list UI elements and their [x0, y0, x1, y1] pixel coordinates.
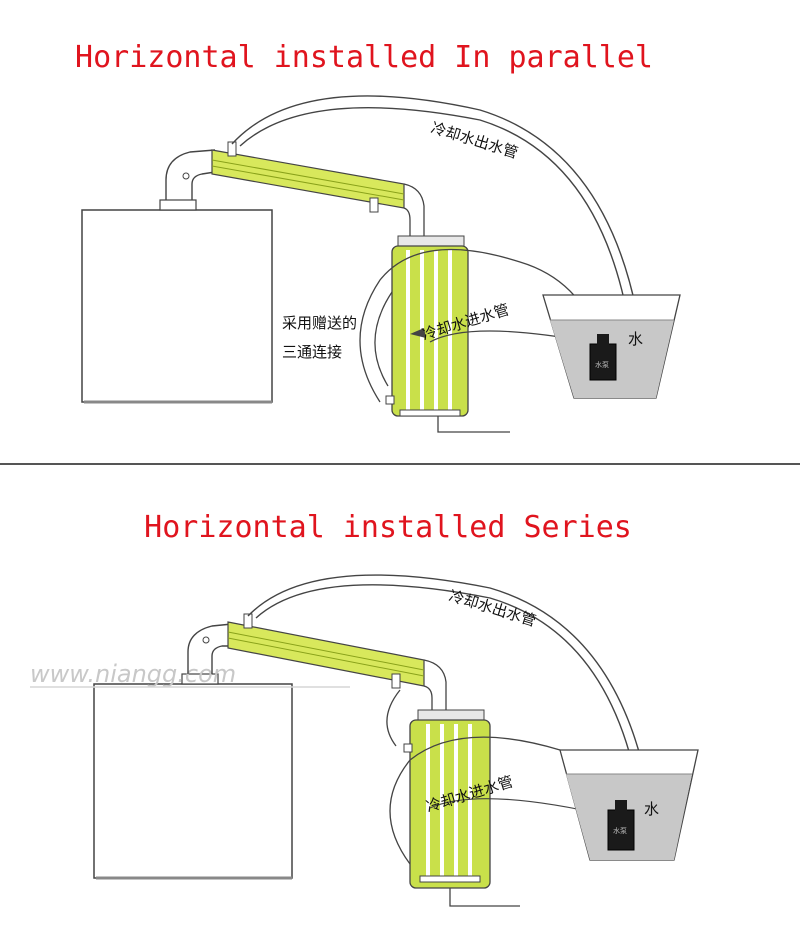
- parallel-title: Horizontal installed In parallel: [75, 40, 653, 75]
- pump-label: 水泵: [613, 826, 627, 835]
- water-label: 水: [644, 800, 659, 818]
- section-divider: [0, 463, 800, 465]
- elbow-pipe: [187, 623, 233, 674]
- tee-label-line1: 采用赠送的: [282, 314, 357, 332]
- outlet-pipe-label: 冷却水出水管: [447, 587, 538, 631]
- pump-label: 水泵: [595, 360, 609, 369]
- outlet-hose: [247, 574, 651, 801]
- water-label: 水: [628, 330, 643, 348]
- outlet-pipe-label: 冷却水出水管: [429, 119, 520, 163]
- parallel-diagram: 水泵 冷却水出水管 冷却水进水管 采用赠送的 三通连接 水: [81, 95, 681, 433]
- water-bucket: 水泵: [542, 294, 681, 399]
- series-diagram: www.niangg.com: [30, 574, 699, 907]
- watermark: www.niangg.com: [30, 660, 236, 688]
- outlet-hose: [231, 95, 641, 331]
- tee-label-line2: 三通连接: [282, 343, 342, 361]
- horizontal-condenser: [211, 141, 425, 236]
- elbow-pipe: [165, 149, 216, 200]
- boiler-tank: [93, 673, 293, 880]
- series-title: Horizontal installed Series: [144, 510, 632, 545]
- inlet-hose: [359, 248, 601, 403]
- horizontal-condenser: [227, 613, 447, 710]
- boiler-tank: [81, 199, 273, 404]
- vertical-condenser: [403, 709, 520, 907]
- water-bucket: 水泵: [559, 749, 699, 861]
